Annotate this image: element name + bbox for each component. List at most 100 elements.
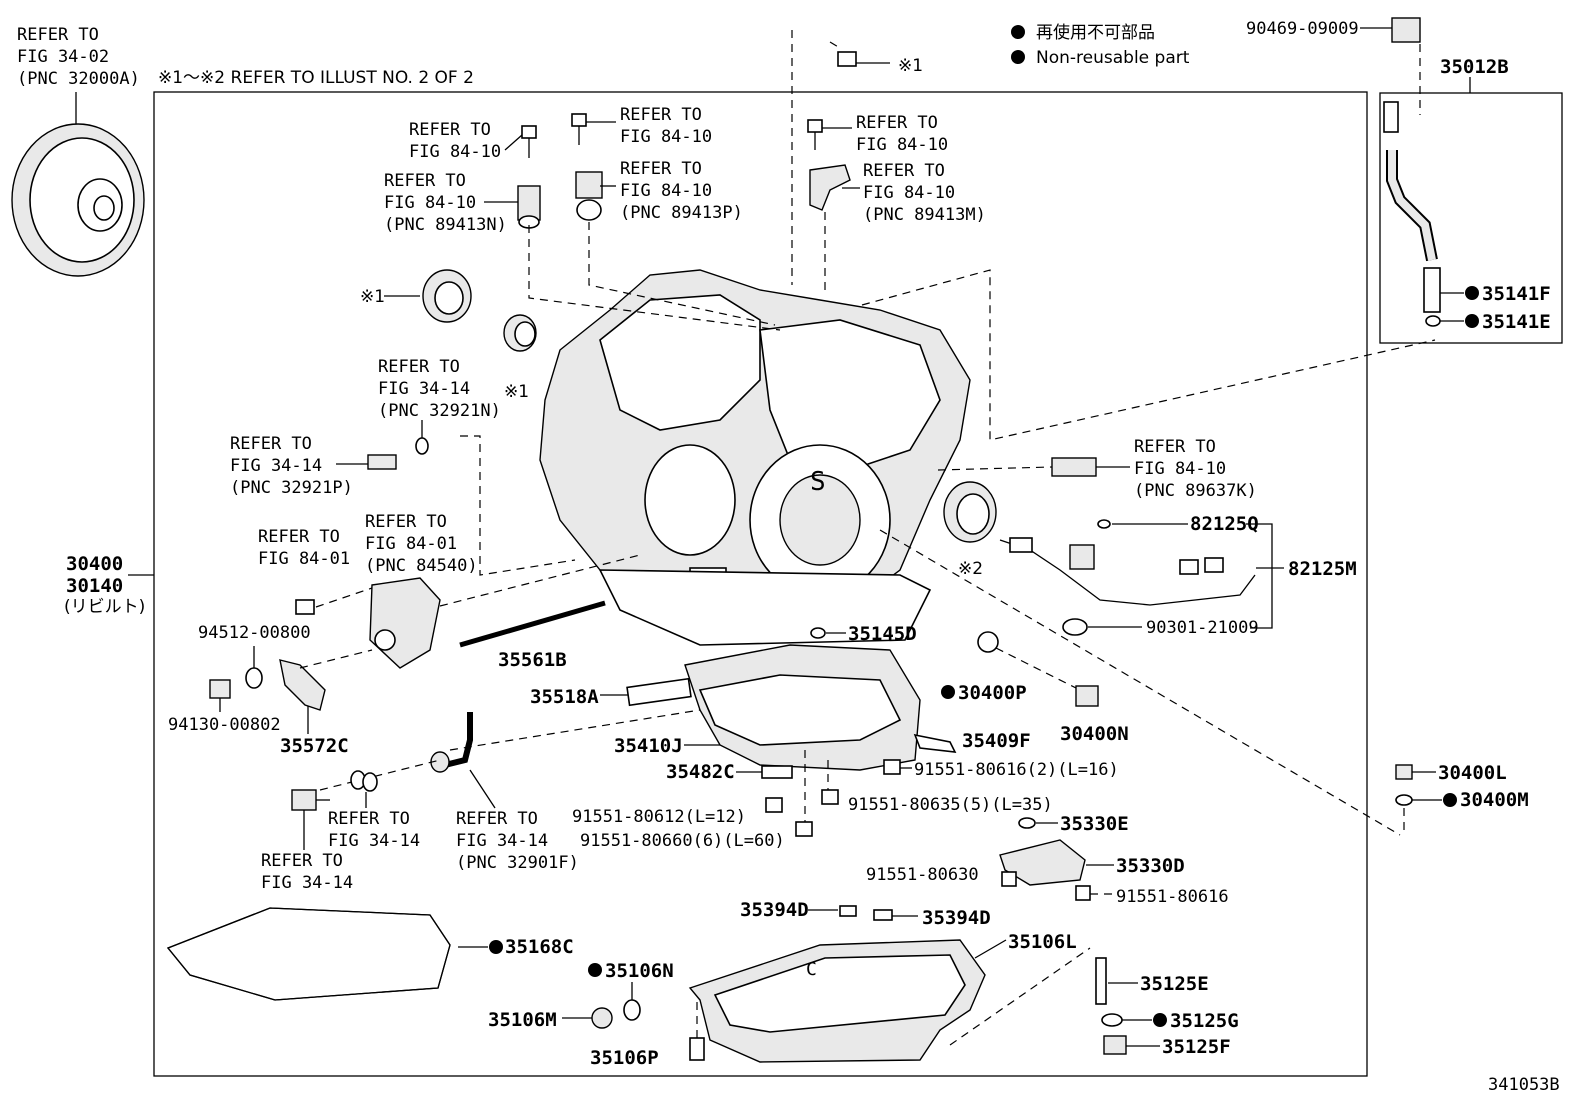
non-reusable-dot-icon <box>1011 25 1025 39</box>
gasket-icon <box>623 999 641 1021</box>
gasket-pair-icon <box>350 770 378 792</box>
part-91551-80616: 91551-80616 <box>1116 887 1229 907</box>
part-30400N: 30400N <box>1060 723 1129 745</box>
part-35106P: 35106P <box>590 1047 659 1069</box>
magnet-icon <box>839 905 857 917</box>
part-35141F: 35141F <box>1482 283 1551 305</box>
part-91551-80616-2: 91551-80616(2)(L=16) <box>914 760 1119 780</box>
bolt-icon <box>521 125 537 158</box>
part-35410J: 35410J <box>614 735 683 757</box>
speed-sensor-89413M <box>809 164 851 211</box>
gasket-icon <box>1395 794 1413 806</box>
bolt-icon <box>795 821 813 837</box>
pipe-tube <box>444 712 473 768</box>
part-35125G: 35125G <box>1170 1010 1239 1032</box>
plug-icon <box>1075 685 1099 707</box>
mark-1: ※1 <box>898 56 923 76</box>
part-35572C: 35572C <box>280 735 349 757</box>
magnet-icon <box>873 909 893 921</box>
speed-sensor-89413P <box>575 171 603 221</box>
part-91551-80612: 91551-80612(L=12) <box>572 807 746 827</box>
part-30400M: 30400M <box>1460 789 1529 811</box>
pipe-union <box>367 454 397 470</box>
part-82125M: 82125M <box>1288 558 1357 580</box>
control-lever <box>279 659 326 711</box>
torque-converter <box>11 123 145 277</box>
non-reusable-dot-icon <box>1465 286 1479 300</box>
part-30400L: 30400L <box>1438 762 1507 784</box>
bolt-icon <box>295 599 315 615</box>
sub-frame-35012B <box>1379 92 1563 344</box>
bolt-icon <box>571 113 587 145</box>
valve-body <box>684 644 921 771</box>
pan-mark: C <box>806 959 817 980</box>
manual-valve-shaft <box>459 600 606 648</box>
part-91551-80660: 91551-80660(6)(L=60) <box>580 831 785 851</box>
mark-1: ※1 <box>360 287 385 307</box>
bolt-icon <box>821 789 839 805</box>
bolt-icon <box>837 51 890 67</box>
part-91551-80635: 91551-80635(5)(L=35) <box>848 795 1053 815</box>
part-94130-00802: 94130-00802 <box>168 715 281 735</box>
part-35409F: 35409F <box>962 730 1031 752</box>
non-reusable-dot-icon <box>1153 1013 1167 1027</box>
neutral-start-switch <box>369 577 441 669</box>
speed-sensor-89413N <box>517 185 541 229</box>
mark-2: ※2 <box>958 559 983 579</box>
part-35518A: 35518A <box>530 686 599 708</box>
bushing <box>503 314 537 352</box>
bolt-icon <box>689 1037 705 1061</box>
detent-spring <box>761 765 793 779</box>
bolt-icon <box>883 759 901 775</box>
o-ring-icon <box>1425 315 1441 327</box>
oil-pan <box>688 939 986 1063</box>
legend-en: Non-reusable part <box>1036 48 1190 68</box>
strainer-plate <box>626 677 692 707</box>
rebuilt-label: (リビルト) <box>64 597 145 617</box>
transaxle-case <box>539 269 971 646</box>
part-94512-00800: 94512-00800 <box>198 623 311 643</box>
drain-plug-icon <box>591 1007 613 1029</box>
part-35168C: 35168C <box>505 936 574 958</box>
mark-1: ※1 <box>504 382 529 402</box>
part-90301-21009: 90301-21009 <box>1146 618 1259 638</box>
part-91551-80630: 91551-80630 <box>866 865 979 885</box>
oil-strainer <box>999 839 1086 886</box>
part-35394D-b: 35394D <box>922 907 991 929</box>
part-90469-09009: 90469-09009 <box>1246 19 1359 39</box>
non-reusable-dot-icon <box>588 963 602 977</box>
sensor-89637K <box>1051 457 1097 477</box>
oil-seal-right <box>943 481 997 543</box>
clamp-icon <box>1391 17 1421 43</box>
non-reusable-dot-icon <box>489 940 503 954</box>
ref-torque-converter: REFER TO FIG 34-02 (PNC 32000A) <box>17 25 140 89</box>
part-35106M: 35106M <box>488 1009 557 1031</box>
spring-plate <box>913 733 957 753</box>
o-ring-large-icon <box>1062 618 1088 636</box>
stud-bolt <box>1095 957 1107 1005</box>
non-reusable-dot-icon <box>941 685 955 699</box>
wire-harness <box>999 537 1256 606</box>
part-35145D: 35145D <box>848 623 917 645</box>
washer-icon <box>1101 1013 1123 1027</box>
bolt-icon <box>1383 101 1399 133</box>
bolt-icon <box>765 797 783 813</box>
part-35394D-a: 35394D <box>740 899 809 921</box>
o-ring-icon <box>810 627 826 639</box>
part-35106N: 35106N <box>605 960 674 982</box>
part-30400P: 30400P <box>958 682 1027 704</box>
plug-icon <box>1395 764 1413 780</box>
case-mark: S <box>810 467 826 497</box>
legend-jp: 再使用不可部品 <box>1036 22 1155 43</box>
note-top: ※1～※2 REFER TO ILLUST NO. 2 OF 2 <box>158 68 474 88</box>
oil-cooler-pipe <box>1386 150 1441 313</box>
